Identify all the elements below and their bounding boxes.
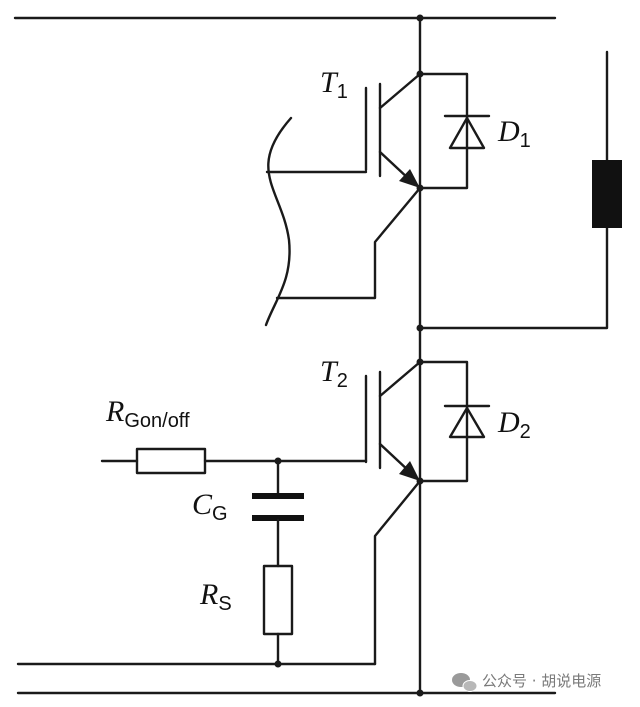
d2-anode-triangle [448, 406, 486, 439]
output-lead [418, 226, 609, 330]
resistor-rs [262, 564, 294, 636]
t1-emitter-arrow [399, 169, 420, 188]
watermark: 公众号 · 胡说电源 [452, 672, 601, 692]
label-t2: T2 [320, 355, 348, 392]
watermark-text: 公众号 · 胡说电源 [482, 672, 601, 690]
label-d2: D2 [497, 406, 531, 443]
label-rs: RS [199, 578, 232, 615]
t2-emitter-return [373, 479, 422, 666]
d1-wiring [418, 72, 469, 190]
gate-resistor-rgon [100, 447, 207, 475]
rgon-body [135, 447, 207, 475]
d1-anode-triangle [448, 116, 486, 150]
junction-dot [416, 14, 424, 22]
label-d1: D1 [497, 115, 531, 152]
load-inductor [592, 160, 622, 228]
diode-d1 [418, 72, 491, 190]
igbt-t2 [203, 360, 422, 481]
wechat-icon [452, 673, 478, 692]
capacitor-cg [252, 493, 304, 521]
diode-d2 [418, 360, 491, 483]
igbt-t1 [265, 72, 422, 188]
break-symbol [264, 116, 293, 327]
junction-dot [416, 689, 424, 697]
t1-emitter-return [275, 186, 422, 300]
label-rgon: RGon/off [105, 395, 190, 432]
label-t1: T1 [320, 66, 348, 103]
t1-collector-lead [378, 72, 422, 110]
t2-emitter-arrow [399, 461, 420, 481]
t2-collector-lead [378, 360, 422, 398]
junction-dot [274, 660, 282, 668]
d2-wiring [418, 360, 469, 483]
label-cg: CG [192, 488, 228, 525]
